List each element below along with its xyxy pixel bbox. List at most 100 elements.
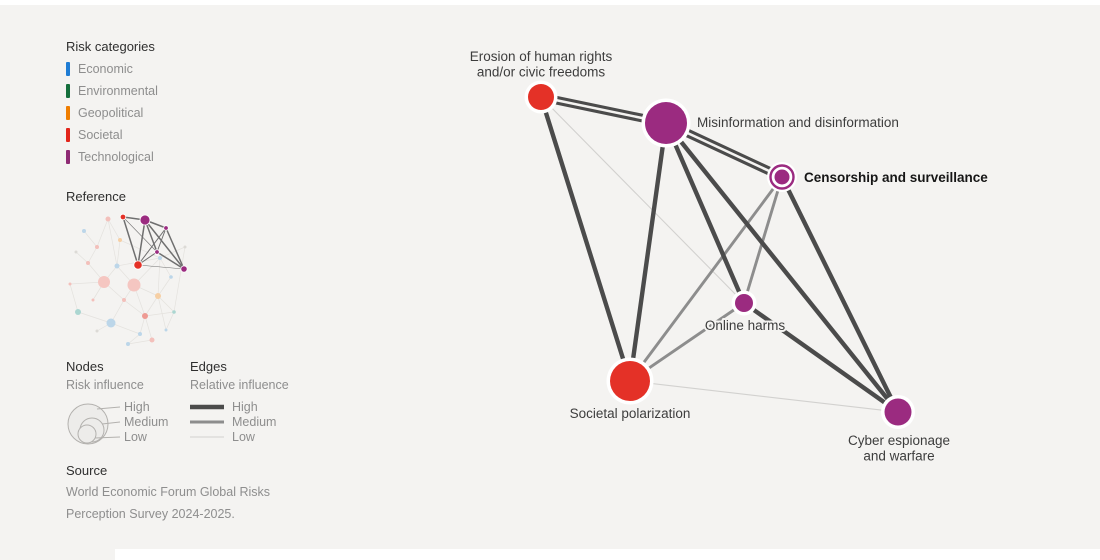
minimap-node-censorship	[163, 225, 169, 231]
edge-online-cyber	[741, 300, 901, 415]
minimap-faded-node	[75, 309, 81, 315]
minimap-node-online	[154, 249, 160, 255]
minimap-faded-edge	[107, 218, 121, 241]
node-size-medium-tick	[101, 421, 121, 425]
minimap-faded-edge	[157, 295, 175, 313]
minimap-faded-edge	[69, 283, 79, 313]
minimap-faded-node	[74, 250, 78, 254]
minimap-faded-node	[126, 342, 130, 346]
minimap-faded-node	[155, 293, 161, 299]
minimap-faded-node	[95, 245, 99, 249]
source-title: Source	[66, 463, 108, 478]
minimap-edge-misinfo-online	[144, 219, 158, 253]
edge-weight-low-label: Low	[232, 430, 256, 444]
minimap-faded-node	[169, 275, 173, 279]
node-size-medium-label: Medium	[124, 415, 168, 429]
node-label-erosion: Erosion of human rights	[470, 49, 613, 64]
minimap-faded-edge	[165, 311, 175, 331]
environmental-label: Environmental	[78, 84, 158, 98]
risk-category-technological[interactable]: Technological	[66, 146, 158, 168]
economic-color-swatch	[66, 62, 70, 76]
environmental-color-swatch	[66, 84, 70, 98]
reference-title: Reference	[66, 189, 126, 204]
node-label-societal: Societal polarization	[570, 406, 691, 421]
edge-misinfo-online	[663, 120, 747, 306]
minimap-faded-edge	[87, 246, 98, 264]
edge-erosion-online	[540, 96, 745, 304]
edge-societal-cyber	[629, 380, 899, 413]
edge-weight-high-label: High	[232, 400, 258, 414]
minimap-faded-edge	[139, 315, 146, 335]
source-line-1: World Economic Forum Global Risks	[66, 485, 270, 499]
minimap-faded-node	[95, 329, 99, 333]
node-size-low-circle	[77, 424, 97, 444]
node-label-misinfo: Misinformation and disinformation	[697, 115, 899, 130]
top-edge-strip	[0, 0, 1100, 5]
network-node-misinfo[interactable]	[641, 98, 691, 148]
risk-category-list: Economic Environmental Geopolitical Soci…	[66, 58, 158, 168]
minimap-faded-edge	[144, 315, 153, 341]
minimap-faded-node	[172, 310, 176, 314]
minimap-faded-node	[164, 328, 168, 332]
minimap-faded-edge	[77, 311, 112, 324]
minimap-faded-edge	[83, 230, 98, 248]
technological-label: Technological	[78, 150, 154, 164]
minimap-edge-societal-cyber	[137, 264, 185, 270]
network-node-erosion[interactable]	[524, 80, 558, 114]
source-line-2: Perception Survey 2024-2025.	[66, 507, 235, 521]
network-node-online[interactable]	[731, 290, 757, 316]
edge-censorship-cyber	[779, 174, 901, 415]
risk-category-societal[interactable]: Societal	[66, 124, 158, 146]
minimap-node-misinfo	[139, 214, 151, 226]
risk-category-geopolitical[interactable]: Geopolitical	[66, 102, 158, 124]
technological-color-swatch	[66, 150, 70, 164]
edge-erosion-societal	[538, 94, 633, 384]
minimap-faded-node	[105, 216, 111, 222]
network-node-censorship[interactable]	[767, 162, 797, 192]
minimap-faded-edge	[157, 257, 161, 297]
edge-censorship-societal	[628, 175, 784, 383]
risk-category-economic[interactable]: Economic	[66, 58, 158, 80]
minimap-faded-node	[183, 245, 187, 249]
node-size-legend: High Medium Low	[67, 400, 168, 445]
societal-color-swatch	[66, 128, 70, 142]
geopolitical-color-swatch	[66, 106, 70, 120]
node-size-low-tick	[94, 436, 121, 439]
reference-minimap[interactable]	[55, 202, 210, 348]
minimap-faded-node	[149, 337, 155, 343]
minimap-faded-edge	[157, 276, 172, 297]
minimap-faded-node	[114, 263, 120, 269]
edge-weight-medium-label: Medium	[232, 415, 276, 429]
node-label-cyber: and warfare	[863, 449, 934, 464]
minimap-edge-online-cyber	[156, 251, 185, 270]
economic-label: Economic	[78, 62, 133, 76]
bottom-edge-strip	[115, 549, 1100, 560]
geopolitical-label: Geopolitical	[78, 106, 144, 120]
minimap-faded-node	[118, 238, 122, 242]
minimap-faded-edge	[127, 333, 141, 345]
node-size-high-label: High	[124, 400, 150, 414]
minimap-faded-edge	[107, 218, 118, 267]
minimap-node-societal	[133, 260, 143, 270]
minimap-faded-edge	[144, 311, 175, 317]
network-node-cyber[interactable]	[881, 395, 915, 429]
minimap-faded-edge	[157, 295, 167, 331]
minimap-edge-erosion-societal	[122, 216, 139, 266]
minimap-faded-edge	[116, 239, 121, 267]
risk-category-environmental[interactable]: Environmental	[66, 80, 158, 102]
minimap-faded-node	[106, 318, 116, 328]
node-label-censorship: Censorship and surveillance	[804, 170, 988, 185]
network-node-societal[interactable]	[606, 357, 654, 405]
minimap-faded-edge	[127, 339, 153, 345]
edge-censorship-online	[742, 175, 784, 305]
minimap-faded-node	[158, 256, 162, 260]
minimap-faded-edge	[110, 322, 141, 335]
minimap-edge-censorship-cyber	[165, 227, 185, 270]
node-label-online: Online harms	[705, 318, 786, 333]
minimap-faded-edge	[123, 299, 146, 317]
minimap-edge-misinfo-cyber	[144, 219, 185, 270]
edge-misinfo-societal	[627, 120, 669, 384]
edge-weight-legend: High Medium Low	[190, 400, 276, 444]
